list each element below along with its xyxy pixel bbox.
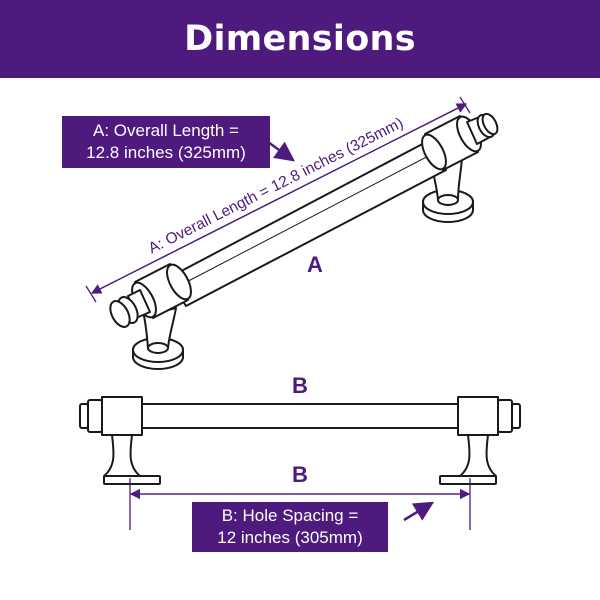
- view-b-letter-top: B: [292, 373, 308, 398]
- header-banner: Dimensions: [0, 0, 600, 78]
- callout-b-arrow: [403, 501, 435, 522]
- front-right-post: [439, 396, 499, 485]
- left-collar: [109, 263, 192, 328]
- callout-overall-length: A: Overall Length = 12.8 inches (325mm): [62, 116, 270, 168]
- page-title: Dimensions: [184, 19, 416, 59]
- callout-a-arrow: [267, 140, 296, 162]
- callout-a-line2: 12.8 inches (325mm): [86, 143, 246, 162]
- callout-b-line2: 12 inches (305mm): [217, 528, 363, 547]
- view-a-letter: A: [307, 252, 323, 277]
- callout-b-line1: B: Hole Spacing =: [221, 506, 359, 525]
- callout-a-line1: A: Overall Length =: [92, 121, 239, 140]
- view-b-letter-bottom: B: [292, 462, 308, 487]
- front-left-post: [101, 396, 161, 485]
- handle-isometric-view: [109, 112, 499, 370]
- right-collar: [421, 112, 499, 171]
- callout-hole-spacing: B: Hole Spacing = 12 inches (305mm): [192, 502, 388, 552]
- dimension-line-a: [85, 96, 471, 303]
- dimension-line-b: [129, 478, 471, 530]
- front-bar: [99, 403, 501, 429]
- handle-front-view: [79, 396, 521, 485]
- right-post: [422, 157, 474, 223]
